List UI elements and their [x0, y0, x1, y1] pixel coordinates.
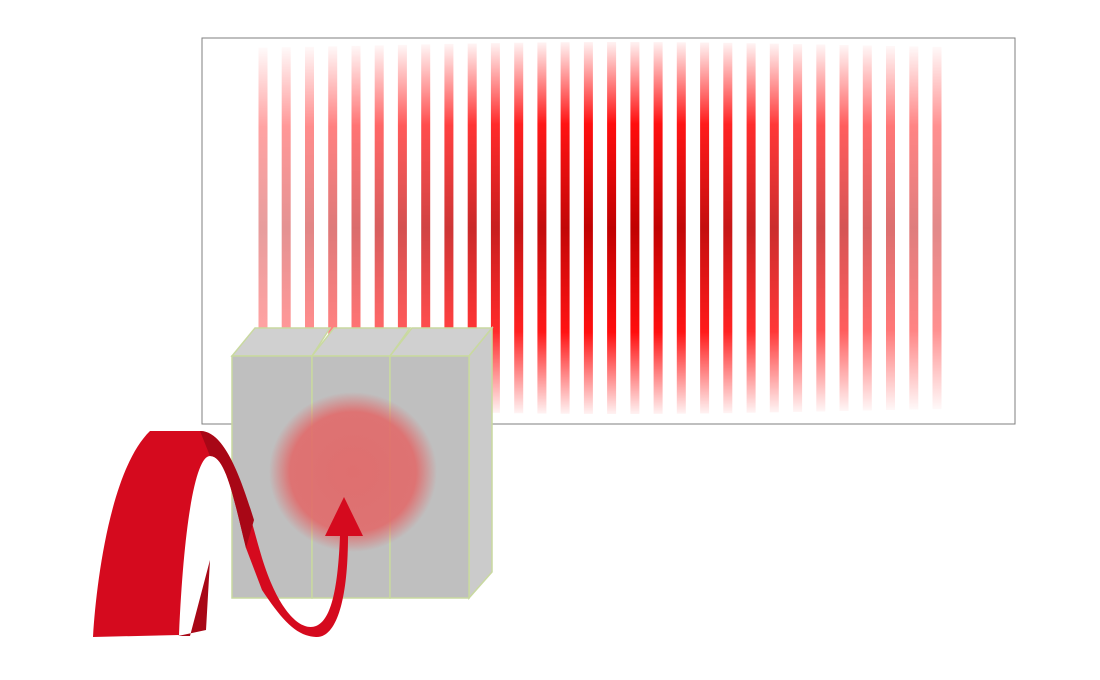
- fringe-20: [700, 42, 710, 414]
- fringe-23: [769, 43, 779, 413]
- grating-block-3: [388, 325, 494, 600]
- fringe-18: [653, 42, 663, 414]
- fringe-19: [676, 42, 686, 414]
- fringe-9: [444, 43, 454, 413]
- fringe-5: [351, 45, 361, 411]
- fringe-24: [793, 44, 803, 412]
- fringe-6: [374, 45, 384, 411]
- fringe-16: [607, 42, 617, 414]
- fringe-21: [723, 42, 733, 414]
- fringe-22: [746, 43, 756, 413]
- fringe-14: [560, 42, 570, 414]
- fringe-1: [258, 47, 268, 409]
- fringe-11: [490, 43, 500, 413]
- fringe-27: [862, 45, 872, 411]
- fringe-17: [630, 42, 640, 414]
- fringe-25: [816, 44, 826, 412]
- fringe-3: [305, 46, 314, 410]
- curved-arrow-icon: [93, 431, 363, 638]
- fringe-2: [281, 47, 291, 409]
- fringe-15: [583, 42, 593, 414]
- fringe-7: [397, 44, 407, 412]
- fringe-30: [932, 46, 942, 410]
- fringe-26: [839, 45, 849, 411]
- fringe-28: [886, 45, 895, 411]
- fringe-12: [514, 42, 524, 414]
- fringe-8: [421, 44, 431, 412]
- fringe-13: [537, 42, 547, 414]
- fringe-29: [909, 46, 919, 410]
- fringe-10: [467, 43, 477, 413]
- fringe-4: [328, 46, 338, 410]
- beam-spot-glow: [269, 392, 437, 552]
- interference-fringes: [258, 42, 942, 414]
